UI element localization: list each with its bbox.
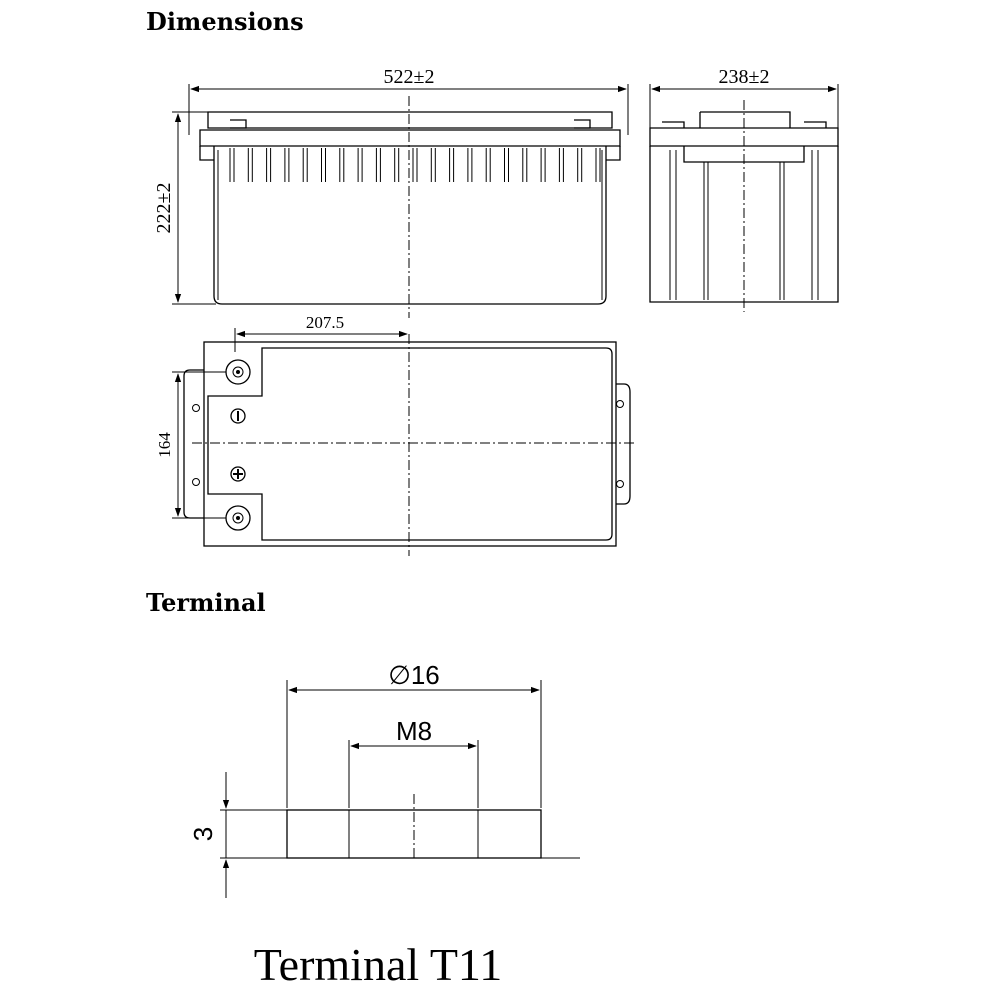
- front-ribs: [229, 148, 601, 182]
- dimensions-heading: Dimensions: [146, 7, 304, 36]
- terminal-negative-post-icon: [225, 359, 251, 385]
- terminal-thread-label: M8: [396, 716, 432, 746]
- terminal-height-label: 3: [188, 827, 218, 841]
- terminal-caption: Terminal T11: [254, 939, 502, 990]
- terminal-detail: ∅16 M8 3 Terminal T11: [188, 660, 580, 990]
- top-view: 207.5 164: [155, 313, 636, 556]
- plus-polarity-icon: [230, 466, 246, 482]
- front-view: 522±2 222±2: [153, 66, 629, 318]
- minus-polarity-icon: [230, 408, 246, 424]
- terminal-diameter-label: ∅16: [388, 660, 440, 690]
- terminal-offset-label: 207.5: [306, 313, 344, 332]
- height-dimension-label: 222±2: [153, 183, 175, 234]
- terminal-positive-post-icon: [225, 505, 251, 531]
- terminal-spacing-label: 164: [155, 432, 174, 458]
- length-dimension-label: 522±2: [384, 66, 435, 88]
- terminal-heading: Terminal: [146, 588, 266, 617]
- side-view: 238±2: [649, 66, 839, 312]
- width-dimension-label: 238±2: [719, 66, 770, 88]
